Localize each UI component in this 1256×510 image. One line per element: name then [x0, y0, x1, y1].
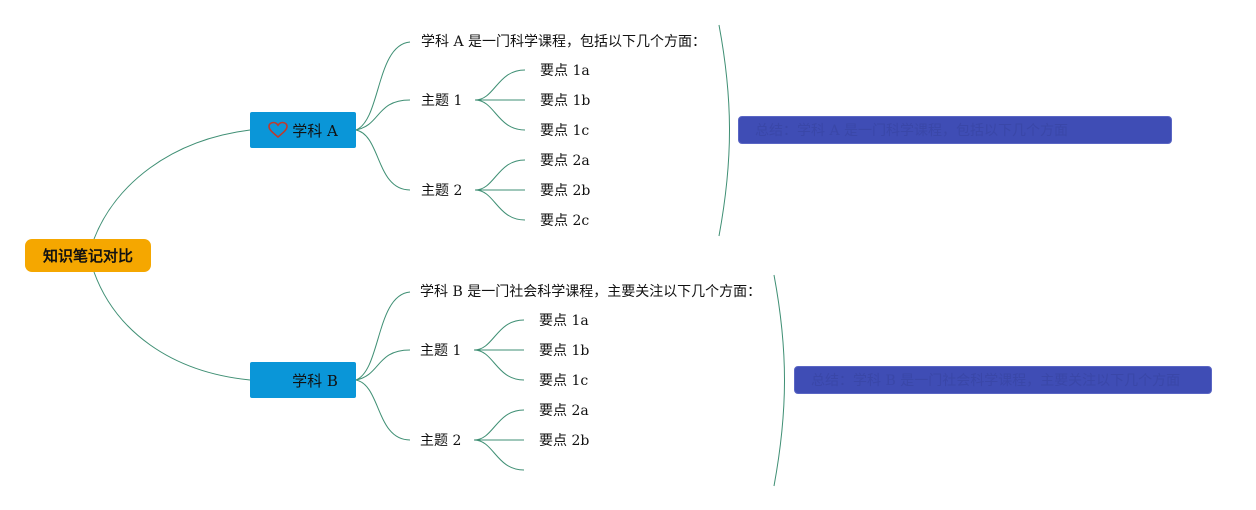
subject-b-connector-description	[355, 291, 411, 381]
subject-a-summary-bracket	[718, 24, 730, 237]
subject-b-topic-2-point-2[interactable]: 要点 2b	[539, 433, 590, 449]
subject-a-label: 学科 A	[292, 121, 338, 140]
subject-b-topic-1-point-2[interactable]: 要点 1b	[539, 343, 590, 359]
subject-b-topic-2[interactable]: 主题 2	[420, 433, 462, 449]
subject-a-topic-1[interactable]: 主题 1	[421, 93, 463, 109]
connector-root-subject-a	[93, 129, 251, 240]
subject-b-topic-1-fan-3	[473, 349, 525, 381]
subject-a-topic-1-fan-3	[474, 99, 526, 131]
subject-b-label: 学科 B	[292, 371, 338, 390]
subject-b-topic-2-fan-1	[473, 409, 525, 441]
subject-a-topic-2-point-3[interactable]: 要点 2c	[540, 213, 590, 229]
subject-b-topic-1-point-3[interactable]: 要点 1c	[539, 373, 589, 389]
subject-a-topic-1-fan-1	[474, 69, 526, 101]
subject-b-topic-2-fan-3	[473, 439, 525, 471]
subject-a-summary[interactable]: 总结：学科 A 是一门科学课程，包括以下几个方面	[738, 116, 1172, 144]
root-label: 知识笔记对比	[42, 247, 133, 265]
subject-a-topic-2-fan-1	[474, 159, 526, 191]
root-node[interactable]: 知识笔记对比	[25, 239, 151, 272]
subject-b-summary-bracket	[773, 274, 785, 487]
subject-a-description[interactable]: 学科 A 是一门科学课程，包括以下几个方面：	[421, 34, 707, 50]
subject-b-topic-1-fan-1	[473, 319, 525, 351]
subject-a-connector-description	[355, 41, 411, 131]
subject-a-topic-2-fan-3	[474, 189, 526, 221]
subject-b-connector-topic-2	[355, 379, 411, 441]
subject-b-connector-topic-1	[355, 349, 411, 381]
subject-a-connector-topic-1	[355, 99, 411, 131]
blank-icon-slot	[268, 371, 288, 389]
subject-a-topic-2-point-1[interactable]: 要点 2a	[540, 153, 590, 169]
subject-a-topic-2-point-2[interactable]: 要点 2b	[540, 183, 591, 199]
subject-b-summary[interactable]: 总结：学科 B 是一门社会科学课程，主要关注以下几个方面	[794, 366, 1212, 394]
subject-node-b[interactable]: 学科 B	[250, 362, 356, 398]
subject-b-topic-1-point-1[interactable]: 要点 1a	[539, 313, 589, 329]
subject-a-topic-2[interactable]: 主题 2	[421, 183, 463, 199]
heart-icon	[268, 121, 288, 139]
subject-b-description[interactable]: 学科 B 是一门社会科学课程，主要关注以下几个方面：	[420, 284, 762, 300]
subject-b-topic-2-point-1[interactable]: 要点 2a	[539, 403, 589, 419]
subject-a-topic-1-point-3[interactable]: 要点 1c	[540, 123, 590, 139]
subject-a-topic-1-point-1[interactable]: 要点 1a	[540, 63, 590, 79]
subject-a-topic-1-point-2[interactable]: 要点 1b	[540, 93, 591, 109]
connector-root-subject-b	[93, 271, 251, 381]
subject-b-topic-1[interactable]: 主题 1	[420, 343, 462, 359]
subject-a-connector-topic-2	[355, 129, 411, 191]
subject-node-a[interactable]: 学科 A	[250, 112, 356, 148]
